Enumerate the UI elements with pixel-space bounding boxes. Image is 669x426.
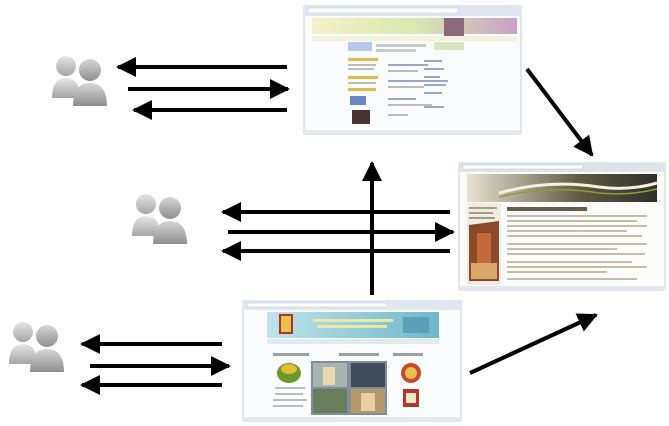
browser-window-icon bbox=[242, 300, 462, 422]
users-icon bbox=[52, 56, 107, 106]
users-icon bbox=[9, 322, 64, 372]
arrow-top-page-to-right-page bbox=[525, 67, 594, 157]
browser-window-icon bbox=[303, 5, 522, 135]
users-icon bbox=[132, 194, 187, 244]
browser-window-icon bbox=[458, 162, 666, 291]
arrow-bottom-page-to-right-page bbox=[469, 313, 598, 375]
